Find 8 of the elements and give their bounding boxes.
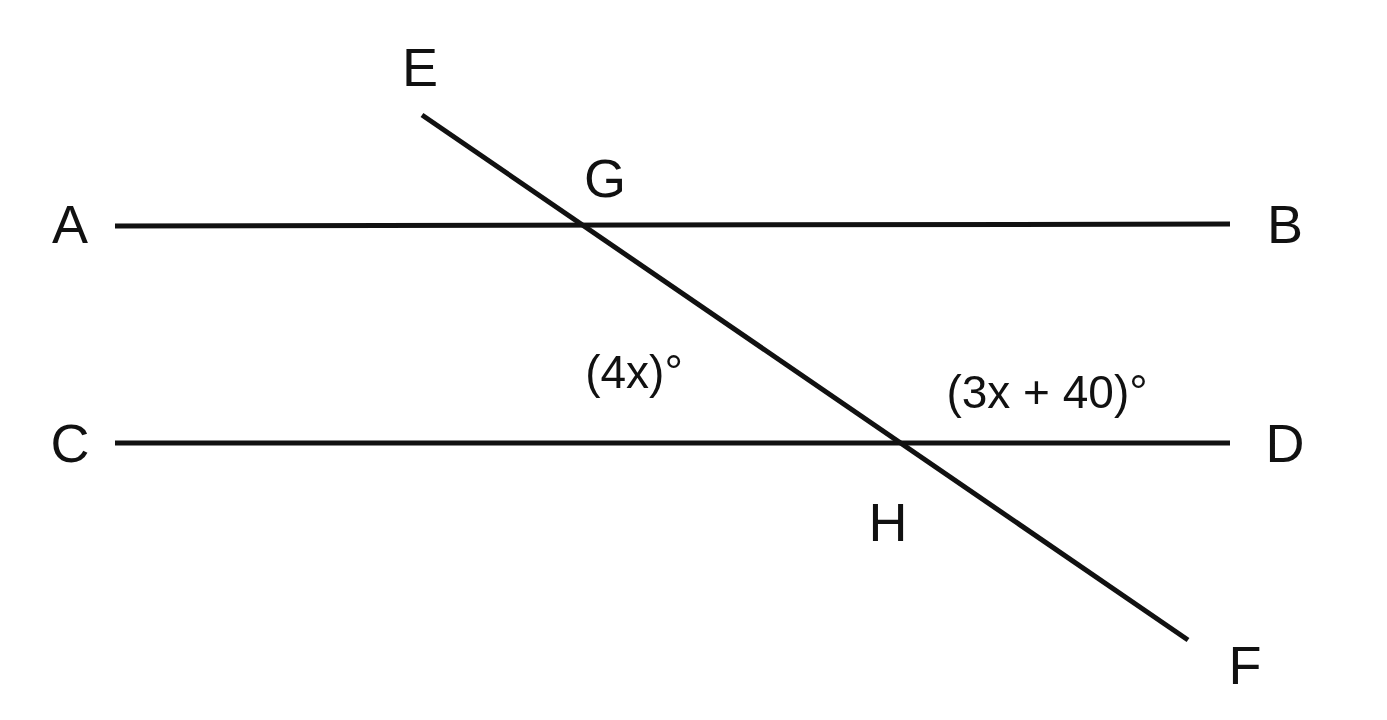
point-label: G — [584, 151, 626, 205]
point-label: D — [1265, 416, 1305, 470]
point-label: B — [1267, 197, 1303, 251]
point-label: H — [868, 495, 908, 549]
point-label: E — [402, 40, 438, 94]
point-label: C — [50, 416, 90, 470]
point-label: F — [1228, 638, 1262, 692]
point-label: A — [52, 197, 88, 251]
